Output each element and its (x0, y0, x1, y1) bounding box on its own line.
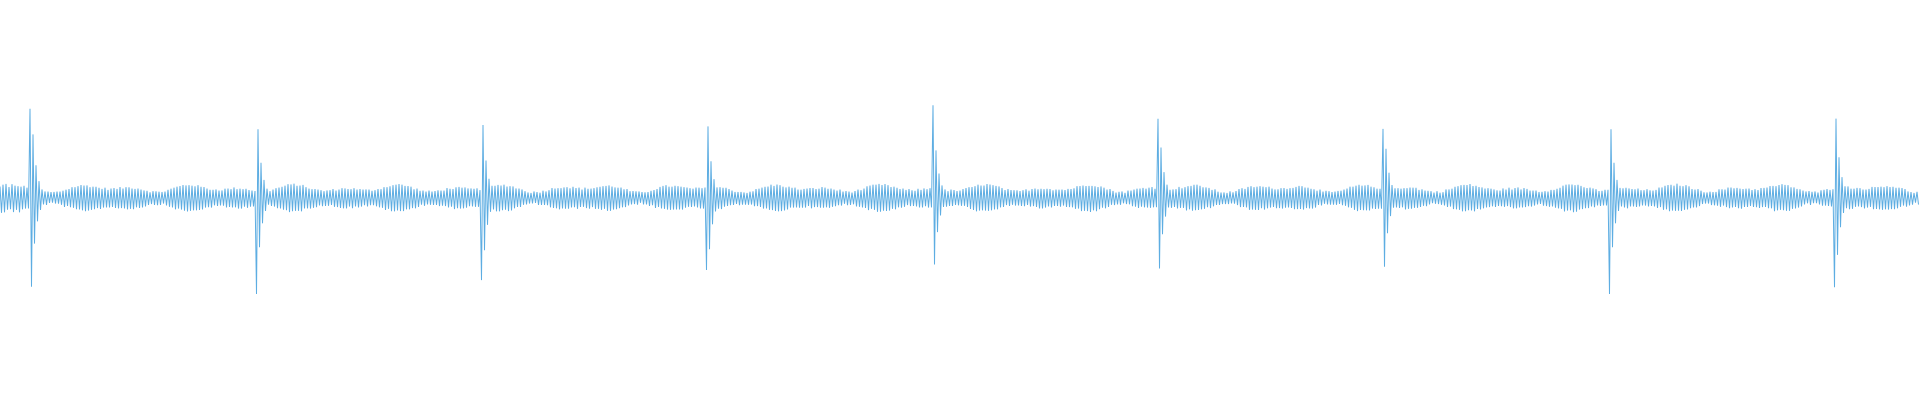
waveform-trace (0, 105, 1919, 295)
